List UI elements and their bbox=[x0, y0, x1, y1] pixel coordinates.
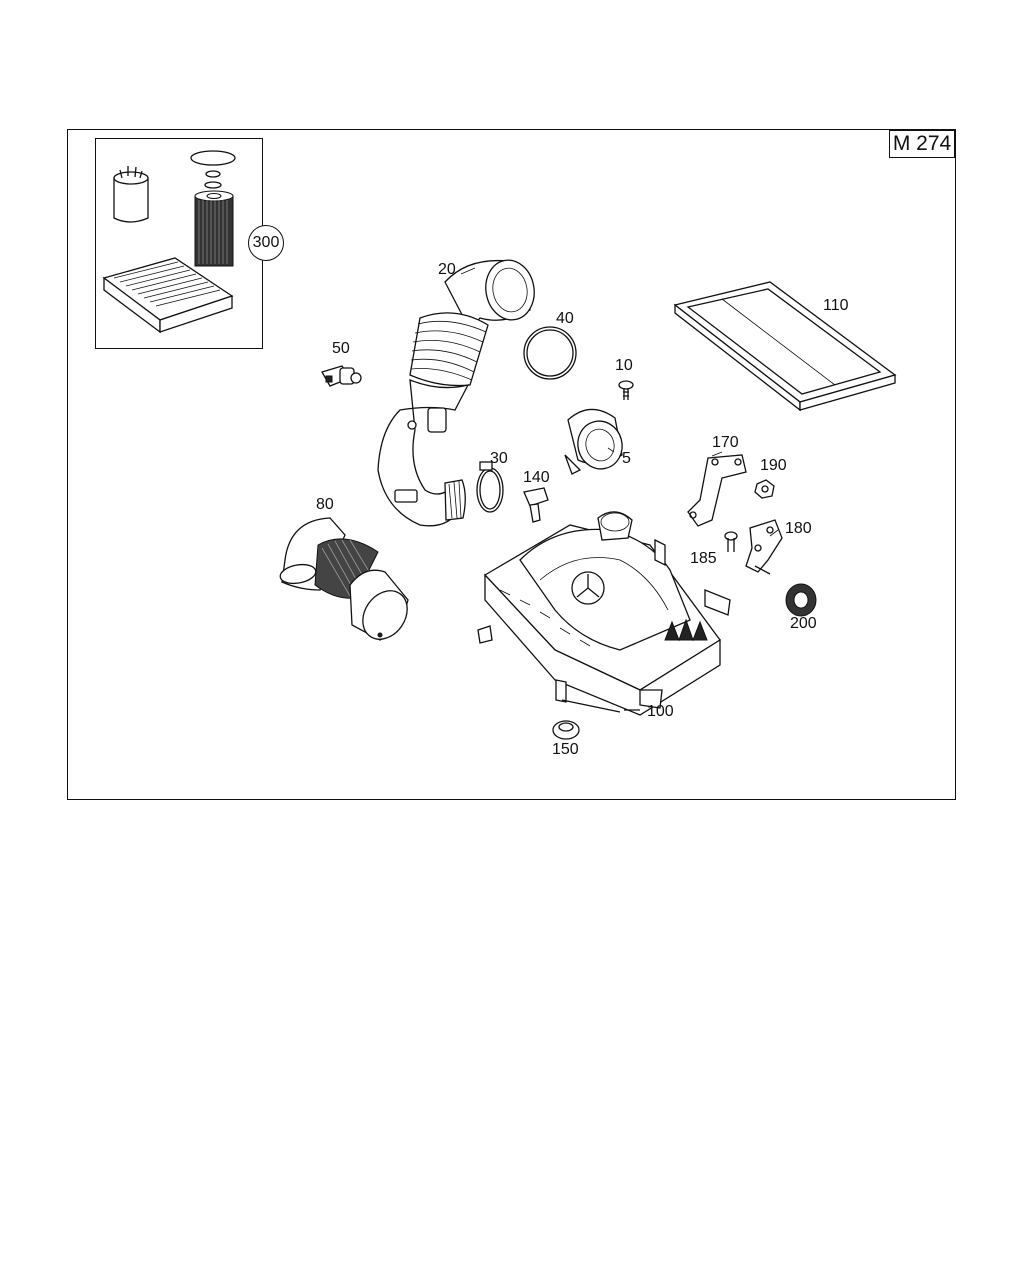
diagram-frame bbox=[67, 129, 956, 800]
bracket-170 bbox=[687, 454, 747, 527]
oil-filter-element bbox=[194, 190, 234, 267]
callout-5: 5 bbox=[622, 450, 631, 467]
intake-duct-80 bbox=[279, 517, 409, 641]
callout-20: 20 bbox=[438, 261, 456, 278]
bracket-180 bbox=[745, 519, 783, 575]
callout-150: 150 bbox=[552, 741, 579, 758]
callout-170: 170 bbox=[712, 434, 739, 451]
air-filter-housing-100 bbox=[477, 511, 731, 716]
callout-140: 140 bbox=[523, 469, 550, 486]
sensor-50 bbox=[321, 365, 362, 387]
callout-300: 300 bbox=[248, 225, 284, 261]
grommet-150 bbox=[552, 720, 580, 740]
callout-180: 180 bbox=[785, 520, 812, 537]
callout-110: 110 bbox=[823, 297, 849, 314]
hose-clamp-30 bbox=[476, 461, 504, 513]
intake-pipe-20 bbox=[377, 259, 535, 527]
model-badge: M 274 bbox=[889, 130, 955, 158]
callout-10: 10 bbox=[615, 357, 633, 374]
callout-50: 50 bbox=[332, 340, 350, 357]
nut-190 bbox=[754, 479, 775, 499]
fuel-filter-part bbox=[113, 166, 149, 223]
rubber-mount-200 bbox=[785, 583, 817, 617]
bolt-185 bbox=[724, 531, 738, 552]
air-mass-housing-5 bbox=[564, 408, 623, 475]
leader-lines bbox=[460, 267, 779, 537]
screw-10 bbox=[618, 380, 634, 400]
callout-200: 200 bbox=[790, 615, 817, 632]
callout-185: 185 bbox=[690, 550, 717, 567]
oil-filter-seals bbox=[190, 150, 236, 189]
sensor-140 bbox=[523, 487, 549, 523]
callout-30: 30 bbox=[490, 450, 508, 467]
air-filter-element-110 bbox=[673, 281, 897, 412]
seal-ring-40 bbox=[523, 326, 577, 380]
callout-40: 40 bbox=[556, 310, 574, 327]
callout-80: 80 bbox=[316, 496, 334, 513]
cabin-air-filter bbox=[102, 257, 234, 334]
service-kit-box bbox=[95, 138, 263, 349]
callout-100: 100 bbox=[647, 703, 674, 720]
callout-190: 190 bbox=[760, 457, 787, 474]
